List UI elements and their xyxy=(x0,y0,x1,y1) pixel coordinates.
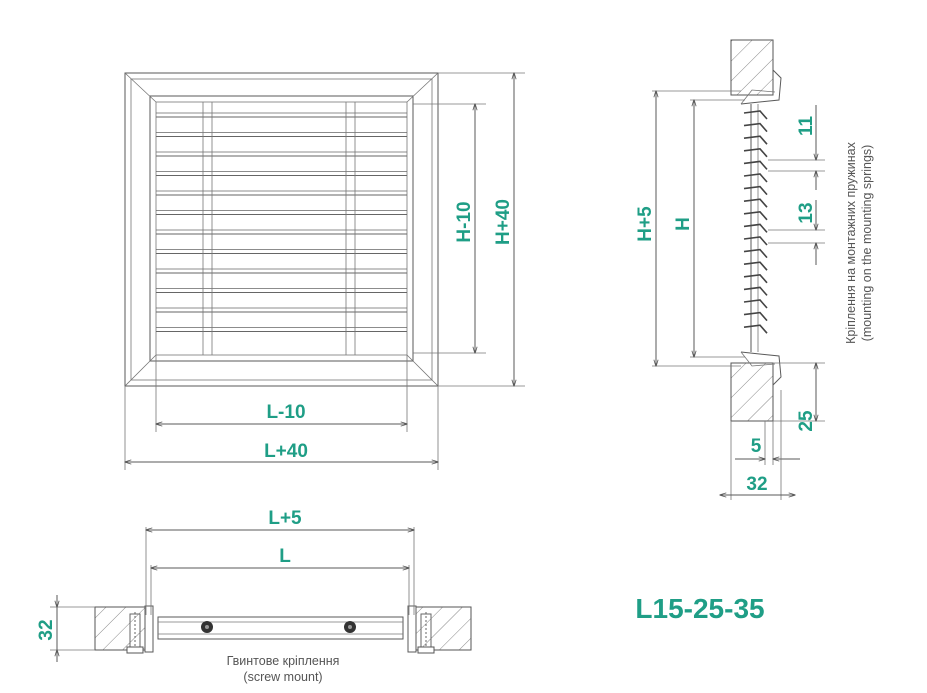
label-l: L xyxy=(279,546,291,567)
side-blades xyxy=(743,110,768,334)
side-blade xyxy=(743,210,768,221)
label-l-10: L-10 xyxy=(266,402,305,423)
note-springs-ua: Кріплення на монтажних пружинах xyxy=(844,141,858,344)
outer-frame xyxy=(124,72,439,387)
louver-slats xyxy=(156,112,407,332)
side-blade xyxy=(743,299,768,309)
side-blade xyxy=(743,122,768,133)
side-view: H+5 H 11 13 25 5 32 Кріплення на монтажн… xyxy=(635,39,874,500)
front-view: H-10 H+40 L-10 L+40 xyxy=(125,73,525,470)
label-pitch-11: 11 xyxy=(796,116,817,137)
side-blade xyxy=(743,185,768,196)
side-blade xyxy=(743,286,768,296)
side-blade xyxy=(743,261,768,271)
label-h-10: H-10 xyxy=(454,201,475,242)
side-blade xyxy=(743,324,768,334)
side-blade xyxy=(743,248,768,259)
opening xyxy=(155,101,408,356)
grille-body xyxy=(157,616,404,640)
label-depth-25: 25 xyxy=(796,410,817,432)
wall-top xyxy=(730,39,774,96)
wall-right xyxy=(415,606,472,651)
side-blade xyxy=(743,135,768,145)
label-plan-32: 32 xyxy=(36,619,57,640)
side-blade xyxy=(743,173,768,183)
label-flange-5: 5 xyxy=(751,436,762,457)
side-blade xyxy=(743,236,768,246)
label-side-h: H xyxy=(673,217,694,231)
label-l+40: L+40 xyxy=(264,441,308,462)
side-blade xyxy=(743,273,768,284)
note-screw-ua: Гвинтове кріплення xyxy=(227,654,340,668)
note-screw-en: (screw mount) xyxy=(243,670,322,684)
inner-frame xyxy=(149,95,414,362)
side-blade xyxy=(743,223,768,233)
side-blade xyxy=(743,110,768,120)
label-side-h+5: H+5 xyxy=(635,206,656,242)
side-blade xyxy=(743,160,768,170)
model-code: L15-25-35 xyxy=(635,593,764,624)
wall-left xyxy=(94,606,146,651)
label-l+5: L+5 xyxy=(268,508,302,529)
label-h+40: H+40 xyxy=(493,199,514,245)
plan-view: L+5 L 32 Гвинтове кріплення (screw mount… xyxy=(36,508,472,684)
frame-inner-edge xyxy=(130,78,433,381)
side-blade xyxy=(743,198,768,208)
label-pitch-13: 13 xyxy=(796,202,817,223)
label-depth-32: 32 xyxy=(746,474,767,495)
side-blade xyxy=(743,311,768,322)
note-springs-en: (mounting on the mounting springs) xyxy=(860,145,874,342)
side-blade xyxy=(743,147,768,158)
wall-bottom xyxy=(730,362,774,422)
